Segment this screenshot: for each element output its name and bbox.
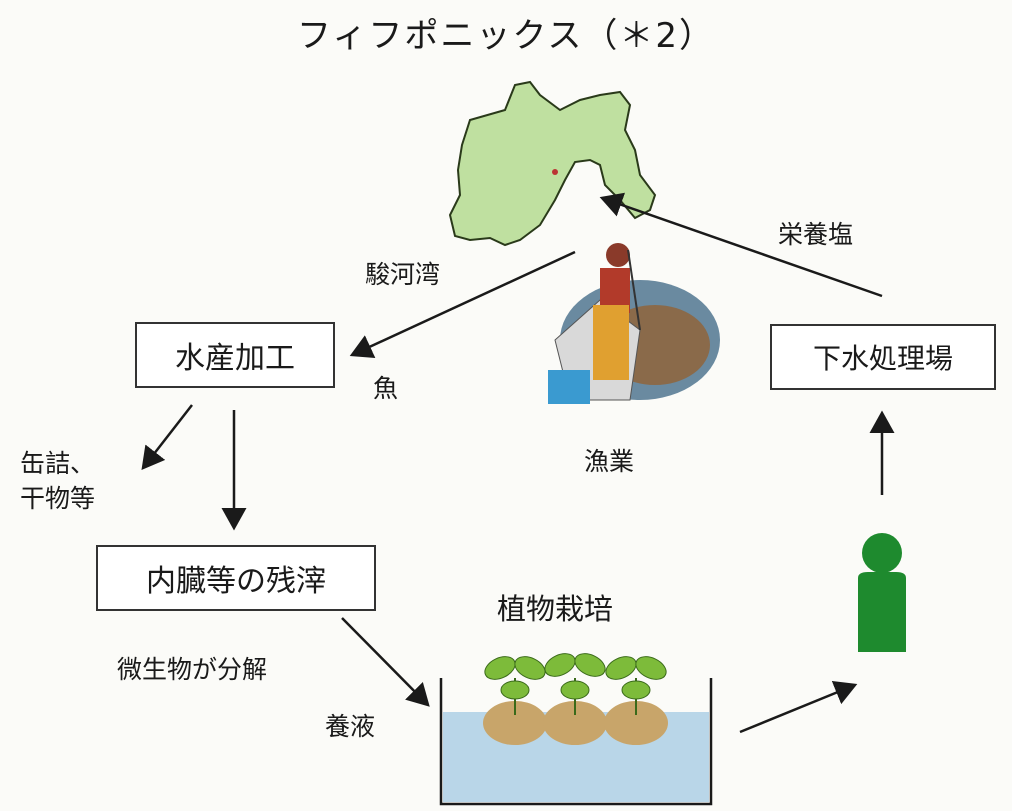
hydroponic-planter-icon — [439, 653, 713, 806]
suruga-bay-label: 駿河湾 — [365, 260, 441, 289]
residue-label: 内臓等の残滓 — [146, 564, 326, 599]
fish-label: 魚 — [373, 374, 399, 403]
nutrient-solution-label: 養液 — [325, 712, 376, 741]
arrow-fishery-to-processing — [349, 250, 576, 358]
canned-dried-label-1: 缶詰、 — [20, 449, 96, 478]
seafood-processing-label: 水産加工 — [175, 341, 295, 376]
map-city-dot — [552, 169, 558, 175]
seafood-processing-box: 水産加工 — [135, 322, 335, 388]
nutrient-salts-label: 栄養塩 — [778, 220, 854, 249]
shizuoka-map-icon — [448, 80, 657, 247]
fisherman-illustration — [548, 243, 720, 404]
arrow-residue-to-planter — [341, 617, 430, 707]
fishery-label: 漁業 — [584, 447, 635, 476]
person-icon — [858, 533, 906, 652]
plant-cultivation-label: 植物栽培 — [497, 592, 614, 626]
diagram-title: フィフポニックス（＊2） — [297, 16, 715, 56]
arrow-planter-to-person — [739, 680, 858, 734]
arrow-processing-to-canned — [141, 404, 193, 470]
sewage-treatment-box: 下水処理場 — [770, 324, 996, 390]
arrow-treatment-to-bay — [599, 192, 883, 298]
sewage-treatment-label: 下水処理場 — [812, 342, 953, 375]
map-shape — [448, 80, 657, 247]
residue-box: 内臓等の残滓 — [96, 545, 376, 611]
microbe-decompose-label: 微生物が分解 — [117, 655, 268, 684]
canned-dried-label-2: 干物等 — [20, 484, 96, 513]
